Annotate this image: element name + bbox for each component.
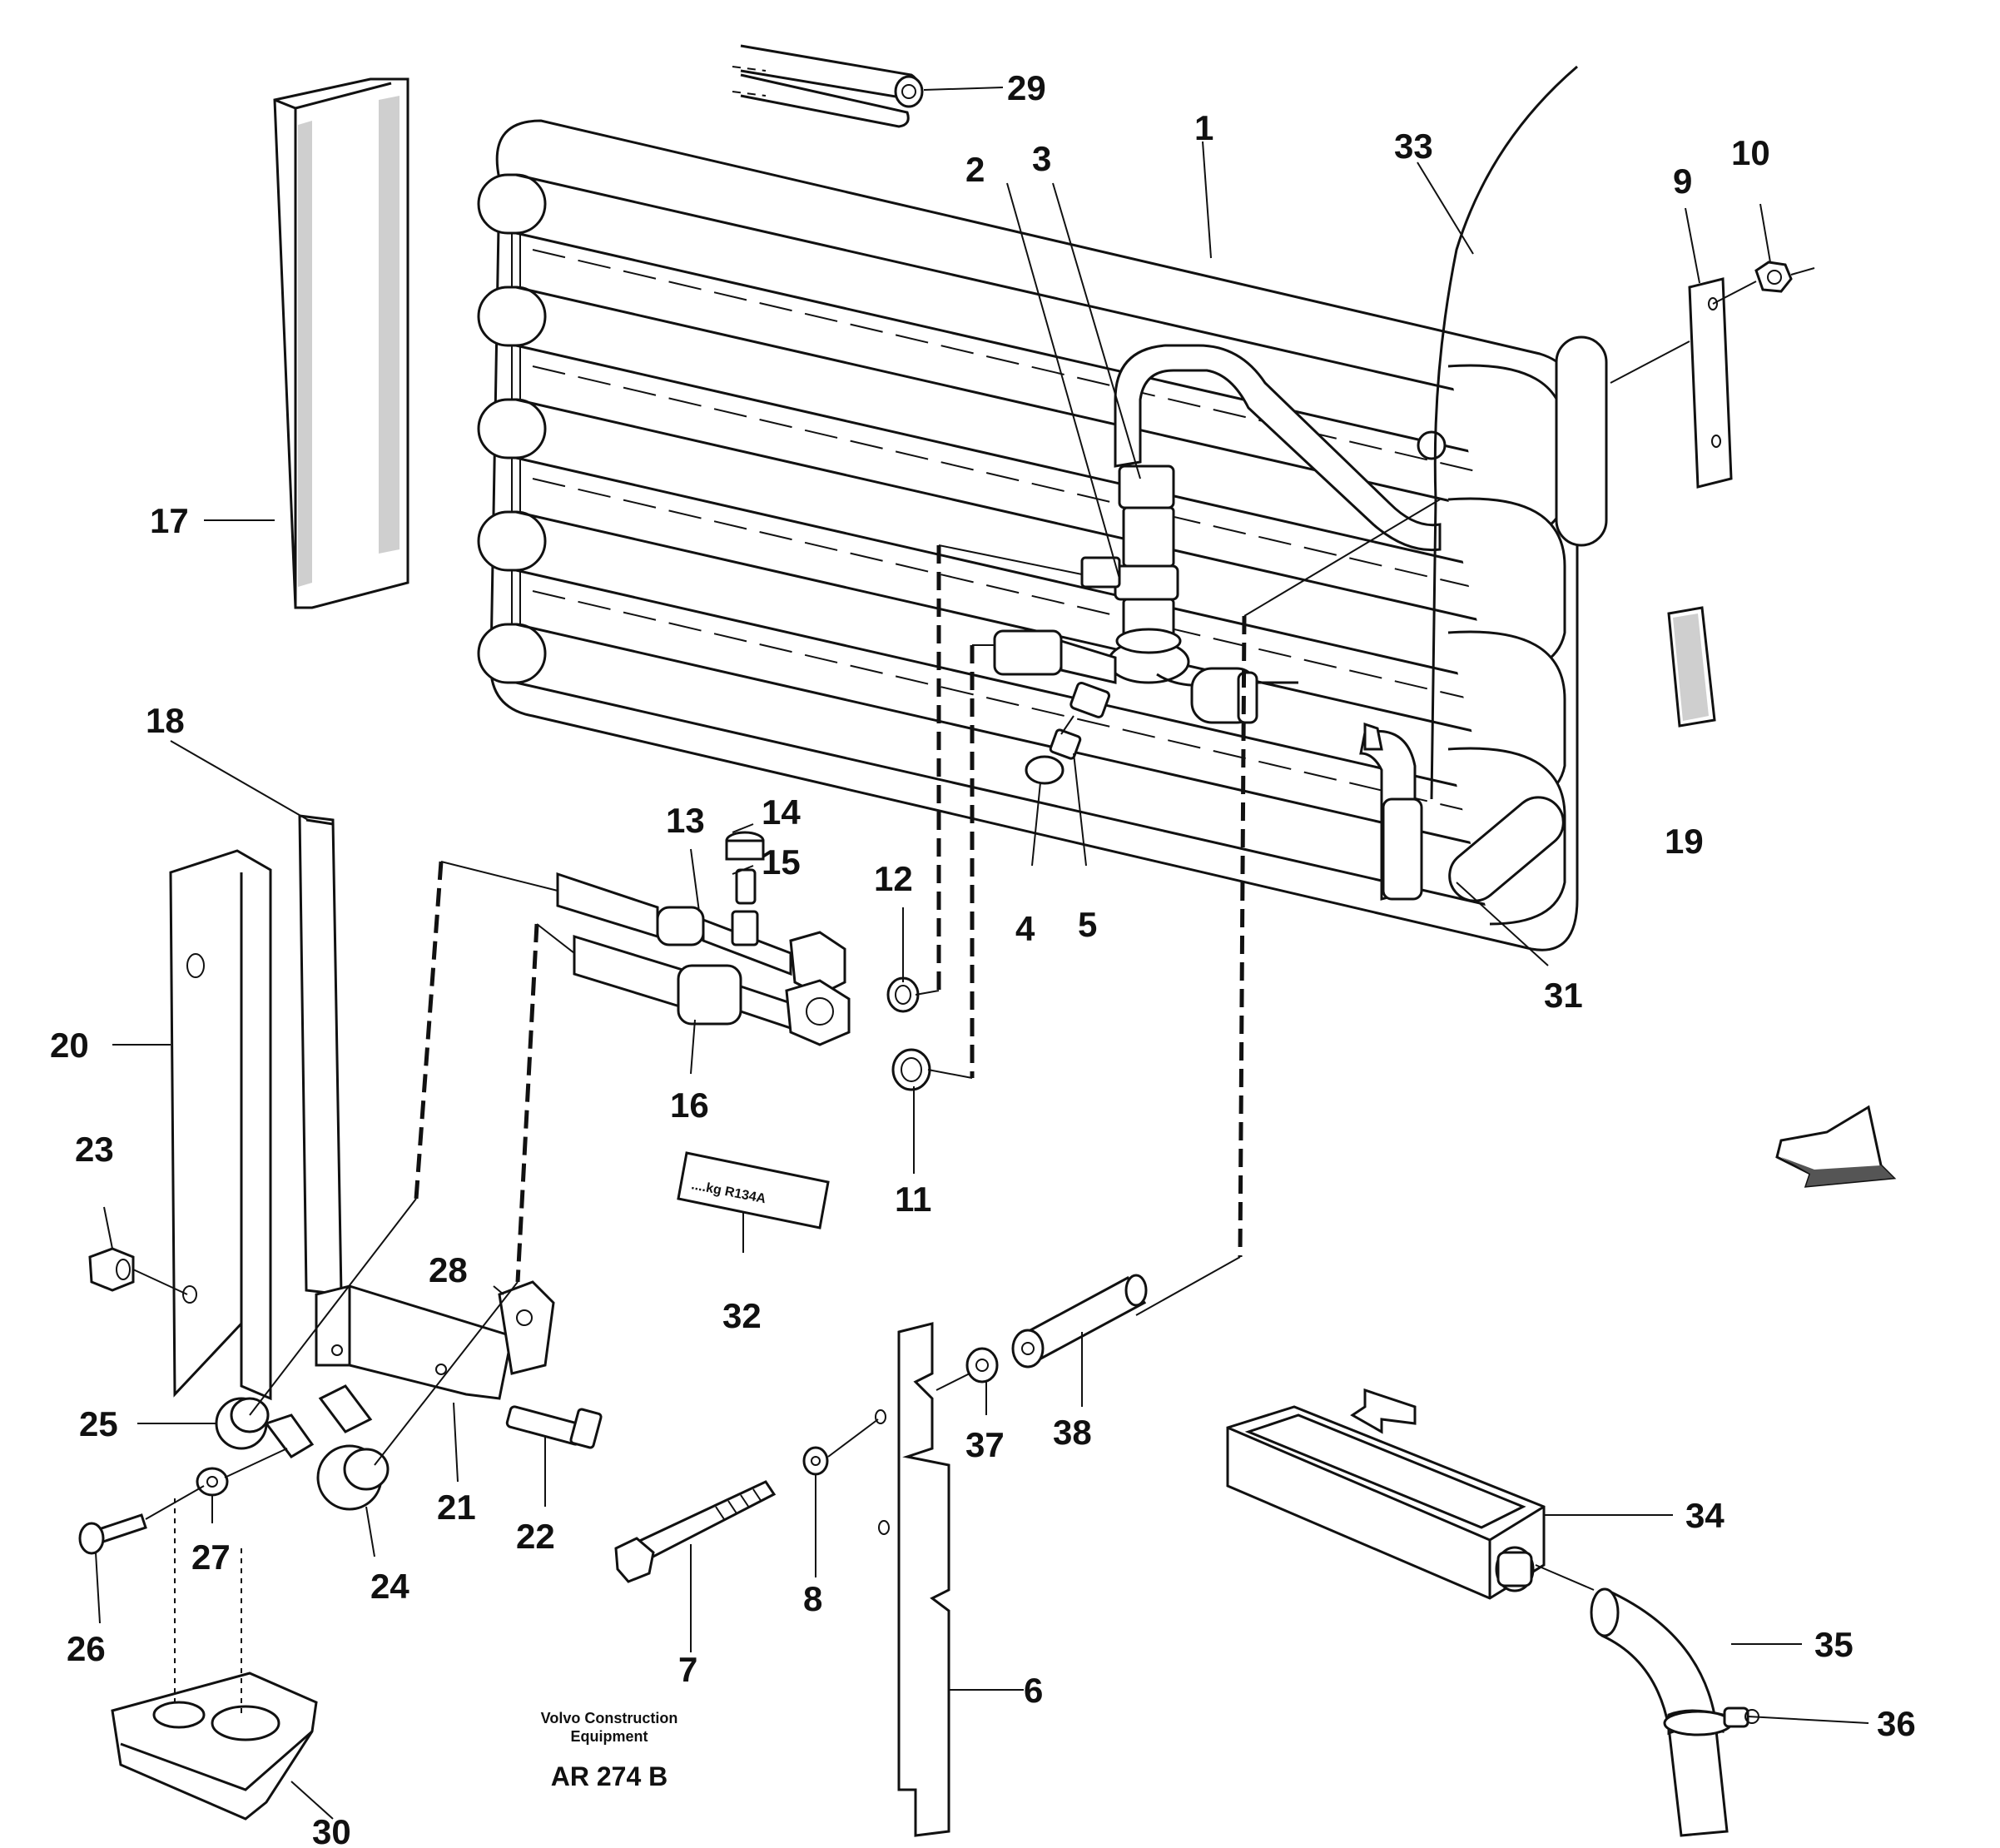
bracket-9 xyxy=(1688,277,1733,489)
bolt-line-1-9 xyxy=(1610,340,1690,384)
drain-tray-34 xyxy=(1226,1388,1546,1600)
callout-24: 24 xyxy=(370,1567,409,1606)
washer-8 xyxy=(802,1418,879,1476)
callout-23: 23 xyxy=(75,1130,114,1169)
callout-6: 6 xyxy=(1024,1671,1043,1710)
drawing-credit: Volvo Construction Equipment AR 274 B xyxy=(541,1710,678,1791)
washer-27 xyxy=(196,1467,229,1497)
bolt-22 xyxy=(505,1405,603,1449)
callout-9: 9 xyxy=(1673,161,1692,201)
callout-4: 4 xyxy=(1015,909,1035,948)
callout-21: 21 xyxy=(437,1488,476,1527)
callout-numbers: 1 2 3 4 5 6 7 8 9 10 11 12 13 14 15 16 1… xyxy=(50,68,1916,1848)
credit-line-1: Volvo Construction xyxy=(541,1710,678,1726)
washers-11-12 xyxy=(886,976,931,1091)
callout-27: 27 xyxy=(191,1538,231,1577)
bolt-7 xyxy=(614,1480,777,1583)
callout-31: 31 xyxy=(1544,976,1583,1015)
bolt-line-27-25 xyxy=(224,1448,288,1478)
pad-19 xyxy=(1667,606,1716,728)
washer-37 xyxy=(935,1347,999,1391)
inlet-fitting xyxy=(993,629,1117,785)
callout-1: 1 xyxy=(1194,108,1213,147)
callout-3: 3 xyxy=(1032,139,1051,178)
callout-34: 34 xyxy=(1685,1496,1725,1535)
spacer-38 xyxy=(1011,1274,1148,1369)
coil-loops-right xyxy=(1447,335,1608,926)
screw-26 xyxy=(78,1513,147,1555)
callout-28: 28 xyxy=(429,1250,468,1289)
callout-30: 30 xyxy=(312,1812,351,1848)
hose-16 xyxy=(573,934,851,1046)
callout-16: 16 xyxy=(670,1085,709,1125)
callout-13: 13 xyxy=(666,801,705,840)
bracket-20 xyxy=(169,849,272,1401)
hose-13 xyxy=(556,872,846,996)
callout-29: 29 xyxy=(1007,68,1046,107)
callout-5: 5 xyxy=(1078,905,1097,944)
hose-clamp-36 xyxy=(1663,1706,1759,1736)
seal-strip-29 xyxy=(732,44,924,128)
assembly-dashed-lines xyxy=(249,499,1441,1466)
callout-7: 7 xyxy=(678,1650,697,1689)
foam-strip-17 xyxy=(273,77,409,609)
evaporator-core xyxy=(477,119,1608,951)
callout-14: 14 xyxy=(762,792,801,832)
callout-35: 35 xyxy=(1814,1625,1854,1664)
callout-38: 38 xyxy=(1053,1413,1092,1452)
callout-2: 2 xyxy=(965,150,985,189)
credit-line-2: Equipment xyxy=(571,1728,648,1745)
callout-19: 19 xyxy=(1665,822,1704,861)
clip-28 xyxy=(498,1280,555,1375)
bolt-line-9-10 xyxy=(1712,281,1757,305)
callout-11: 11 xyxy=(895,1180,931,1219)
grommet-24 xyxy=(316,1384,390,1511)
expansion-valve xyxy=(1080,464,1298,724)
callout-25: 25 xyxy=(79,1404,118,1443)
refrigerant-label-32: ....kg R134A xyxy=(677,1151,830,1230)
direction-arrow-icon xyxy=(1775,1105,1897,1188)
connection-line-34-35 xyxy=(1535,1564,1595,1591)
callout-12: 12 xyxy=(874,859,913,898)
callout-8: 8 xyxy=(803,1579,822,1618)
callout-32: 32 xyxy=(722,1296,762,1335)
callout-26: 26 xyxy=(67,1629,106,1668)
callout-36: 36 xyxy=(1877,1704,1916,1743)
coil-tubes xyxy=(515,173,1499,909)
strip-18 xyxy=(298,814,343,1296)
support-plate-6 xyxy=(875,1322,950,1837)
drawing-id: AR 274 B xyxy=(551,1761,668,1791)
drain-hose-35 xyxy=(1590,1587,1729,1837)
capillary-tube-33 xyxy=(1430,65,1578,800)
guide-lines-30 xyxy=(174,1498,242,1715)
nut-10 xyxy=(1754,261,1815,293)
callout-37: 37 xyxy=(965,1425,1005,1464)
callout-33: 33 xyxy=(1394,127,1433,166)
callout-22: 22 xyxy=(516,1517,555,1556)
callout-10: 10 xyxy=(1731,133,1770,172)
callout-17: 17 xyxy=(150,501,189,540)
coil-loops-left xyxy=(477,173,547,684)
callout-20: 20 xyxy=(50,1026,89,1065)
callout-15: 15 xyxy=(762,842,801,882)
block-30 xyxy=(111,1672,318,1821)
leader-lines xyxy=(95,87,1869,1820)
grommet-25 xyxy=(215,1397,315,1458)
callout-18: 18 xyxy=(146,701,185,740)
service-port-14-15 xyxy=(725,831,765,946)
mounting-plate-21 xyxy=(315,1284,514,1400)
